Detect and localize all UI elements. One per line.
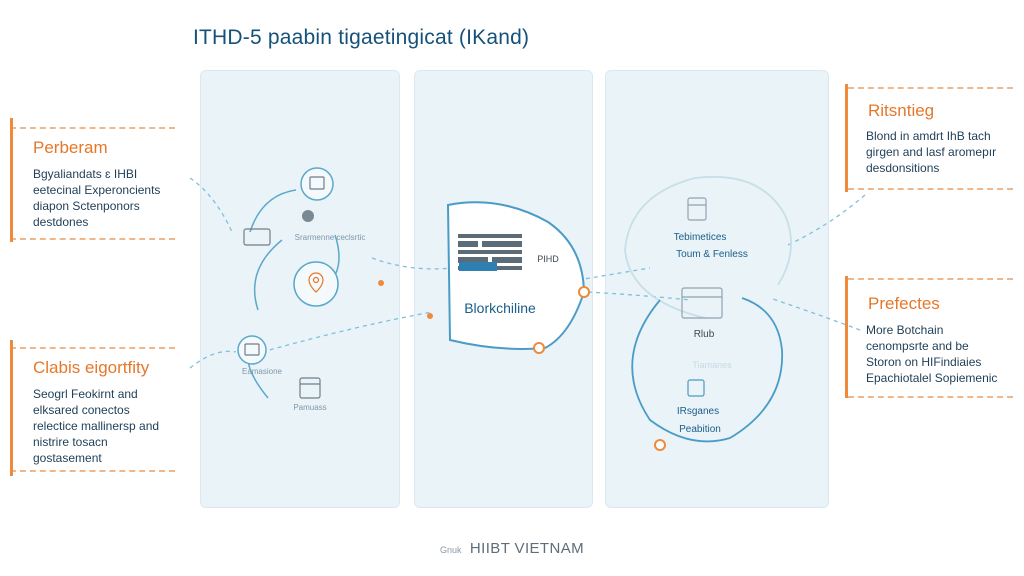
connector-center-right [577, 267, 651, 281]
printer-icon [681, 287, 723, 319]
right-bottom-line-2: Peabition [679, 424, 721, 435]
footer: Gnuk HIIBT VIETNAM [0, 540, 1024, 558]
right-block-2-body: More Botchain cenompsrte and be Storon o… [866, 323, 998, 385]
left-block-2-heading: Clabis eigortfity [33, 358, 150, 377]
node-icon [237, 335, 267, 365]
connector-right-top [787, 194, 866, 246]
location-pin-icon [293, 261, 339, 307]
node-dot-1 [578, 286, 590, 298]
right-loop-upper [624, 175, 792, 319]
footer-brand: HIIBT VIETNAM [469, 540, 585, 557]
node-dot-5 [427, 313, 433, 319]
right-block-2-heading: Prefectes [868, 294, 940, 313]
connector-bottom-left [189, 350, 237, 369]
flow-curve-left-upper [249, 189, 297, 233]
right-block-1-body: Blond in amdrt IhB tach girgen and lasf … [866, 129, 997, 175]
left-panel-label-3: Pamuass [293, 403, 326, 412]
panel-right [605, 70, 829, 508]
connector-left-bottom-to-center [261, 311, 433, 353]
node-dot-2 [533, 342, 545, 354]
connector-left-to-center [371, 257, 453, 270]
connector-right-bottom [769, 297, 861, 331]
page-title: ITHD-5 paabin tigaetingicat (IKand) [193, 26, 530, 49]
right-mid-label: Rlub [694, 329, 715, 340]
left-block-2-body: Seogrl Feokirnt and elksared conectos re… [33, 387, 160, 465]
right-mid-faint: Tiamanes [692, 360, 732, 370]
document-icon [300, 167, 334, 201]
blockchain-hub [446, 201, 586, 350]
right-top-line-1: Tebimetices [674, 232, 727, 243]
left-panel-label-1: Srarmenne ceclsrtic [295, 233, 366, 242]
right-bottom-line-1: IRsganes [677, 406, 719, 417]
right-loop-lower [631, 297, 783, 443]
wallet-icon [687, 379, 705, 397]
server-icon [687, 197, 707, 221]
connector-top-left [189, 177, 233, 233]
node-dot-3 [654, 439, 666, 451]
left-panel-label-2: Eamasione [242, 367, 283, 376]
blockchain-code: PIHD [537, 254, 559, 264]
flow-curve-left-lower [253, 239, 283, 311]
right-top-line-2: Toum & Fenless [676, 249, 748, 260]
left-block-1-heading: Perberam [33, 138, 108, 157]
left-block-1-body: Bgyaliandats ɛ IHBI eetecinal Experoncie… [33, 167, 161, 229]
node-dot-4 [378, 280, 384, 286]
right-block-1-heading: Ritsntieg [868, 101, 935, 120]
footer-prefix: Gnuk [439, 545, 462, 555]
blockchain-label: Blorkchiline [464, 300, 536, 316]
connector-center-right-lower [587, 291, 691, 301]
